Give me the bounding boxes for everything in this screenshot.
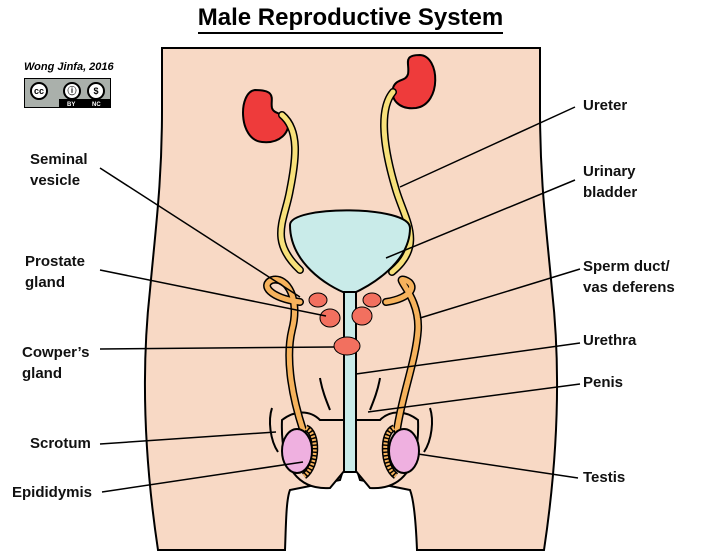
right-testis [388, 428, 420, 474]
label-prostate-gland: Prostate gland [25, 253, 86, 291]
cc-logo-icon: cc [30, 82, 48, 100]
right-groin-line [369, 377, 381, 411]
leader-cowpers-gland [99, 346, 335, 350]
cowpers-gland [333, 336, 361, 356]
license-bar [59, 99, 110, 107]
label-cowpers-gland: Cowper’s gland [22, 344, 90, 382]
label-urinary-bladder: Urinary bladder [583, 163, 638, 201]
author-credit: Wong Jinfa, 2016 [24, 61, 114, 73]
license-tag-nc: NC [92, 102, 101, 108]
leader-sperm-duct [419, 268, 581, 319]
urinary-bladder [288, 209, 412, 295]
leader-epididymis [101, 461, 304, 493]
left-testis [281, 428, 313, 474]
leader-ureter [399, 106, 576, 188]
leader-prostate-gland [99, 269, 327, 317]
prostate-right-lobe [351, 306, 373, 326]
label-urethra: Urethra [583, 332, 637, 349]
label-ureter: Ureter [583, 97, 628, 114]
label-seminal-vesicle: Seminal vesicle [30, 151, 88, 189]
label-sperm-duct: Sperm duct/ vas deferens [583, 258, 675, 296]
license-tag-by: BY [67, 102, 76, 108]
right-sperm-duct-fill [383, 276, 421, 433]
label-penis: Penis [583, 374, 624, 391]
left-epididymis-fill [302, 426, 317, 478]
right-epididymis-fill [383, 426, 398, 478]
leader-urethra [355, 342, 581, 375]
label-epididymis: Epididymis [12, 484, 93, 501]
leader-scrotum [99, 431, 277, 445]
left-groin-line [319, 377, 331, 411]
cc-license-badge: cc ⓘ $ BY NC [24, 78, 111, 108]
label-testis: Testis [583, 469, 626, 486]
leader-seminal-vesicle [99, 167, 301, 298]
leader-urinary-bladder [385, 179, 576, 259]
left-seminal-vesicle [308, 292, 328, 308]
left-sperm-duct-fill [264, 277, 306, 433]
right-thigh-line [423, 407, 433, 453]
label-scrotum: Scrotum [30, 435, 91, 452]
prostate-left-lobe [319, 308, 341, 328]
leader-testis [417, 453, 579, 479]
left-ureter-fill [278, 112, 303, 273]
diagram-title: Male Reproductive System [0, 4, 701, 34]
leader-penis [367, 383, 581, 413]
right-seminal-vesicle [362, 292, 382, 308]
left-thigh-line [269, 407, 279, 453]
